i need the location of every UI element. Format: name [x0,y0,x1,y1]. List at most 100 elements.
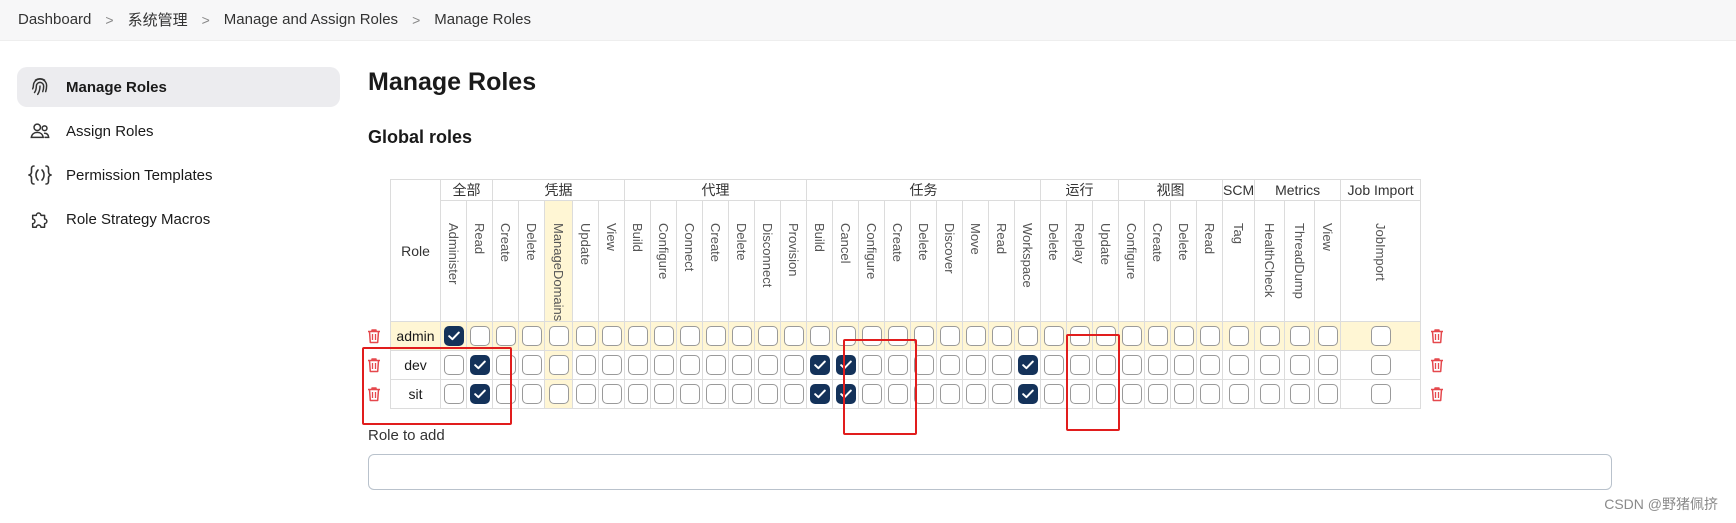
permission-checkbox[interactable] [1121,355,1142,376]
permission-checkbox[interactable] [1370,384,1391,405]
permission-checkbox[interactable] [548,384,569,405]
permission-checkbox[interactable] [548,355,569,376]
permission-checkbox[interactable] [679,355,700,376]
permission-checkbox[interactable] [1173,326,1194,347]
permission-checkbox[interactable] [1069,384,1090,405]
permission-checkbox[interactable] [913,355,934,376]
permission-checkbox[interactable] [1317,326,1338,347]
permission-checkbox[interactable] [731,326,752,347]
permission-checkbox[interactable] [1147,355,1168,376]
permission-checkbox[interactable] [1069,326,1090,347]
permission-checkbox[interactable] [627,384,648,405]
permission-checkbox[interactable] [575,355,596,376]
permission-checkbox[interactable] [1259,326,1280,347]
permission-checkbox[interactable] [965,355,986,376]
permission-checkbox[interactable] [731,384,752,405]
permission-checkbox[interactable] [1017,326,1038,347]
permission-checkbox[interactable] [1317,355,1338,376]
permission-checkbox[interactable] [601,355,622,376]
permission-checkbox[interactable] [1289,384,1310,405]
permission-checkbox[interactable] [809,326,830,347]
permission-checkbox[interactable] [575,326,596,347]
permission-checkbox[interactable] [705,384,726,405]
permission-checkbox[interactable] [835,384,856,405]
permission-checkbox[interactable] [1199,384,1220,405]
permission-checkbox[interactable] [1289,326,1310,347]
permission-checkbox[interactable] [835,326,856,347]
breadcrumb-manage-roles[interactable]: Manage Roles [434,11,531,28]
permission-checkbox[interactable] [1370,326,1391,347]
permission-checkbox[interactable] [443,326,464,347]
permission-checkbox[interactable] [757,326,778,347]
sidebar-item-assign-roles[interactable]: Assign Roles [17,111,340,151]
permission-checkbox[interactable] [1017,355,1038,376]
permission-checkbox[interactable] [653,326,674,347]
permission-checkbox[interactable] [809,355,830,376]
breadcrumb-manage-assign-roles[interactable]: Manage and Assign Roles [223,11,399,28]
permission-checkbox[interactable] [601,384,622,405]
trash-icon[interactable] [1429,385,1445,403]
permission-checkbox[interactable] [469,355,490,376]
permission-checkbox[interactable] [1199,355,1220,376]
permission-checkbox[interactable] [1173,384,1194,405]
trash-icon[interactable] [1429,327,1445,345]
permission-checkbox[interactable] [1228,326,1249,347]
permission-checkbox[interactable] [939,384,960,405]
permission-checkbox[interactable] [783,355,804,376]
permission-checkbox[interactable] [1317,384,1338,405]
permission-checkbox[interactable] [1370,355,1391,376]
permission-checkbox[interactable] [939,326,960,347]
permission-checkbox[interactable] [521,326,542,347]
permission-checkbox[interactable] [495,326,516,347]
permission-checkbox[interactable] [965,384,986,405]
permission-checkbox[interactable] [627,355,648,376]
permission-checkbox[interactable] [913,384,934,405]
permission-checkbox[interactable] [887,384,908,405]
sidebar-item-role-strategy-macros[interactable]: Role Strategy Macros [17,199,340,239]
permission-checkbox[interactable] [887,355,908,376]
permission-checkbox[interactable] [653,355,674,376]
permission-checkbox[interactable] [1121,384,1142,405]
permission-checkbox[interactable] [861,384,882,405]
permission-checkbox[interactable] [469,326,490,347]
permission-checkbox[interactable] [991,384,1012,405]
permission-checkbox[interactable] [1069,355,1090,376]
sidebar-item-permission-templates[interactable]: Permission Templates [17,155,340,195]
permission-checkbox[interactable] [1095,384,1116,405]
permission-checkbox[interactable] [1043,384,1064,405]
permission-checkbox[interactable] [1228,384,1249,405]
permission-checkbox[interactable] [679,384,700,405]
permission-checkbox[interactable] [1228,355,1249,376]
permission-checkbox[interactable] [1147,384,1168,405]
permission-checkbox[interactable] [443,384,464,405]
permission-checkbox[interactable] [521,384,542,405]
permission-checkbox[interactable] [913,326,934,347]
permission-checkbox[interactable] [521,355,542,376]
permission-checkbox[interactable] [1121,326,1142,347]
permission-checkbox[interactable] [443,355,464,376]
permission-checkbox[interactable] [939,355,960,376]
permission-checkbox[interactable] [991,326,1012,347]
permission-checkbox[interactable] [1043,326,1064,347]
permission-checkbox[interactable] [783,384,804,405]
permission-checkbox[interactable] [1095,326,1116,347]
permission-checkbox[interactable] [601,326,622,347]
permission-checkbox[interactable] [887,326,908,347]
sidebar-item-manage-roles[interactable]: Manage Roles [17,67,340,107]
permission-checkbox[interactable] [705,355,726,376]
permission-checkbox[interactable] [1259,384,1280,405]
permission-checkbox[interactable] [965,326,986,347]
permission-checkbox[interactable] [627,326,648,347]
trash-icon[interactable] [366,356,382,374]
permission-checkbox[interactable] [809,384,830,405]
permission-checkbox[interactable] [575,384,596,405]
permission-checkbox[interactable] [1199,326,1220,347]
trash-icon[interactable] [366,385,382,403]
breadcrumb-system-admin[interactable]: 系统管理 [127,12,188,29]
trash-icon[interactable] [1429,356,1445,374]
permission-checkbox[interactable] [1095,355,1116,376]
permission-checkbox[interactable] [757,355,778,376]
permission-checkbox[interactable] [679,326,700,347]
trash-icon[interactable] [366,327,382,345]
permission-checkbox[interactable] [861,355,882,376]
